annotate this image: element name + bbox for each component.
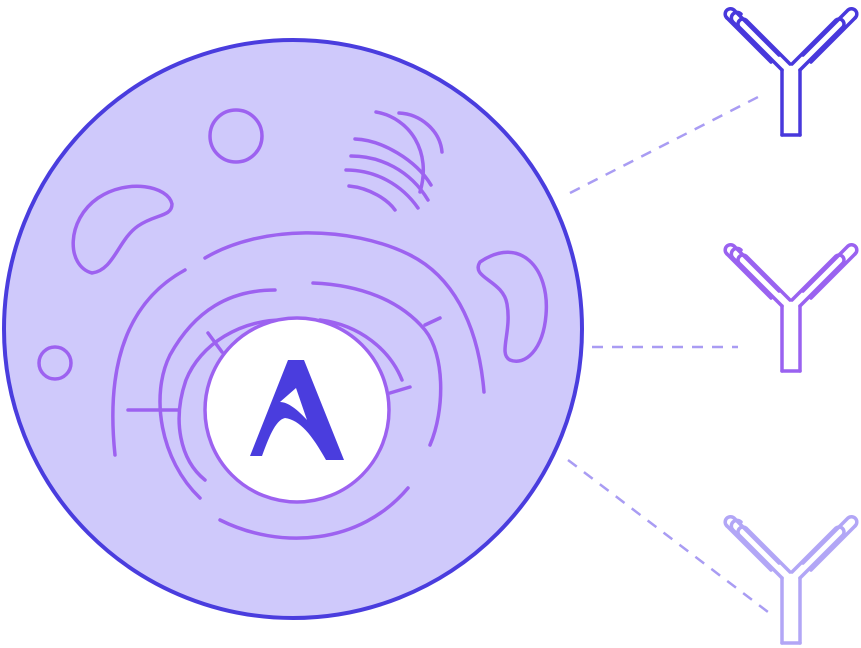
- antibody-bottom-icon: [723, 514, 859, 645]
- connector-lines: [567, 94, 769, 613]
- connector-line-top: [569, 94, 761, 195]
- logo-a-icon: [250, 360, 344, 460]
- vesicle-top: [208, 108, 264, 164]
- organelles: [37, 108, 549, 540]
- connector-line-bottom: [567, 459, 769, 613]
- golgi-apparatus: [344, 110, 444, 212]
- nuclear-envelope: [111, 231, 486, 540]
- vesicle-left: [37, 345, 73, 381]
- antibody-middle-icon: [723, 242, 859, 373]
- antibodies: [723, 6, 859, 645]
- antibody-top-icon: [723, 6, 859, 137]
- nucleus: [203, 316, 391, 504]
- crescent-organelle-right: [476, 250, 549, 363]
- crescent-organelle-left: [71, 184, 174, 275]
